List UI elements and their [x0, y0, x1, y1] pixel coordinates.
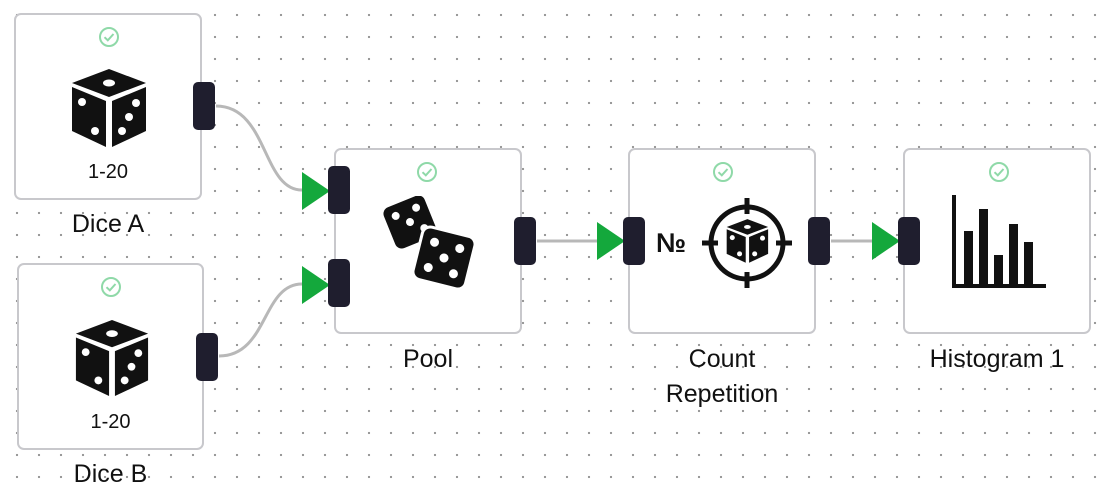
node-caption-count-line2: Repetition: [665, 380, 779, 408]
wire-dice-b-to-pool: [218, 282, 303, 358]
target-die-icon: [702, 198, 792, 288]
input-arrow-pool-2: [302, 266, 330, 304]
output-port-pool[interactable]: [514, 217, 536, 265]
input-port-pool-2[interactable]: [328, 259, 350, 307]
die-icon: [75, 319, 149, 397]
check-circle-icon: [989, 162, 1009, 182]
node-caption-dice-b: Dice B: [73, 460, 148, 488]
check-circle-icon: [99, 27, 119, 47]
output-port-dice-a[interactable]: [193, 82, 215, 130]
wire-dice-a-to-pool: [215, 104, 303, 192]
two-dice-icon: [383, 196, 477, 291]
node-count-repetition[interactable]: №: [628, 148, 816, 334]
dice-range-label: 1-20: [87, 161, 129, 183]
node-caption-count-line1: Count: [688, 345, 756, 373]
node-dice-a[interactable]: 1-20: [14, 13, 202, 200]
input-port-count[interactable]: [623, 217, 645, 265]
check-circle-icon: [101, 277, 121, 297]
check-circle-icon: [417, 162, 437, 182]
output-port-dice-b[interactable]: [196, 333, 218, 381]
output-port-count[interactable]: [808, 217, 830, 265]
input-port-histogram[interactable]: [898, 217, 920, 265]
input-arrow-histogram: [872, 222, 900, 260]
node-pool[interactable]: [334, 148, 522, 334]
node-histogram[interactable]: [903, 148, 1091, 334]
number-sign-label: №: [656, 228, 687, 258]
node-caption-pool: Pool: [402, 345, 454, 373]
input-port-pool-1[interactable]: [328, 166, 350, 214]
node-caption-dice-a: Dice A: [71, 210, 145, 238]
bar-chart-icon: [952, 195, 1046, 288]
node-caption-histogram: Histogram 1: [929, 345, 1065, 373]
input-arrow-pool-1: [302, 172, 330, 210]
die-icon: [72, 69, 146, 147]
dice-range-label: 1-20: [90, 411, 131, 433]
node-dice-b[interactable]: 1-20: [17, 263, 204, 450]
input-arrow-count: [597, 222, 625, 260]
check-circle-icon: [713, 162, 733, 182]
